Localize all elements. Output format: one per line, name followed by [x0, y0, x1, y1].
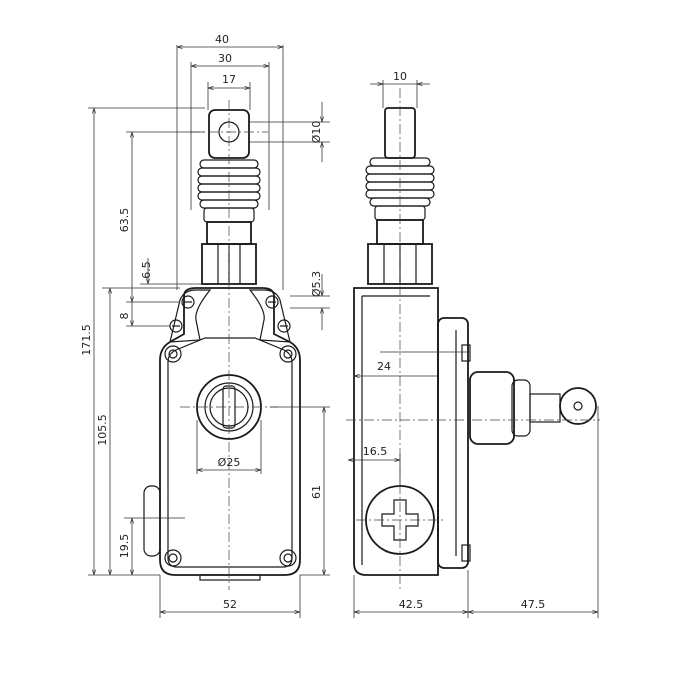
dim-6-5: 6.5 — [140, 261, 153, 279]
dim-side-42-5: 42.5 — [399, 598, 424, 611]
dim-40: 40 — [215, 33, 229, 46]
dim-dia-25: Ø25 — [218, 456, 241, 469]
side-view — [346, 88, 600, 590]
screws — [164, 295, 297, 567]
dim-52: 52 — [223, 598, 237, 611]
dim-8: 8 — [118, 313, 131, 320]
side-dimensions: 10 24 16.5 42.5 47.5 — [348, 70, 599, 618]
front-dimensions: 40 30 17 Ø10 Ø5.3 171.5 63.5 — [80, 33, 330, 618]
dim-dia-10: Ø10 — [310, 121, 323, 144]
front-view — [143, 100, 301, 590]
dim-side-16-5: 16.5 — [363, 445, 388, 458]
dim-side-10: 10 — [393, 70, 407, 83]
dim-61: 61 — [310, 485, 323, 499]
dim-63-5: 63.5 — [118, 208, 131, 233]
dim-side-24: 24 — [377, 360, 391, 373]
dim-17: 17 — [222, 73, 236, 86]
dim-30: 30 — [218, 52, 232, 65]
key-lock — [469, 371, 597, 445]
dim-side-47-5: 47.5 — [521, 598, 546, 611]
dim-dia-5-3: Ø5.3 — [310, 271, 323, 297]
dim-19-5: 19.5 — [118, 534, 131, 559]
dim-171-5: 171.5 — [80, 324, 93, 356]
dim-105-5: 105.5 — [96, 414, 109, 446]
